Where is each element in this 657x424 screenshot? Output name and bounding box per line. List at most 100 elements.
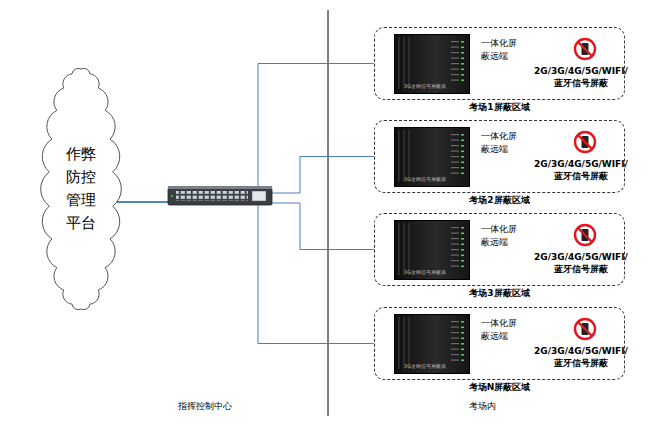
device-fin [398, 130, 399, 182]
device-led [461, 244, 464, 246]
device-fin [408, 37, 409, 89]
device-led [461, 74, 464, 76]
shield-region: 3G全网信号屏蔽器考场2屏蔽区域一体化屏 蔽远端2G/3G/4G/5G/WIFI… [374, 120, 625, 193]
device-marking [451, 167, 459, 168]
device-led [461, 145, 464, 147]
device-marking [451, 41, 459, 42]
device-marking [451, 58, 459, 59]
device-model: 3G全网信号屏蔽器 [395, 269, 455, 275]
network-switch [168, 186, 272, 205]
device-fin [398, 223, 399, 275]
device-marking [451, 332, 459, 333]
switch-uplink [252, 191, 266, 201]
device-marking [451, 238, 459, 239]
device-marking [451, 327, 459, 328]
device-marking [451, 255, 459, 256]
device-led [461, 354, 464, 356]
device-fin [398, 37, 399, 89]
no-phone-icon [575, 319, 595, 339]
region-heading: 考场3屏蔽区域 [375, 288, 624, 299]
network-link [113, 64, 374, 203]
device-marking [451, 354, 459, 355]
shield-device: 3G全网信号屏蔽器 [394, 127, 470, 187]
device-marking [451, 63, 459, 64]
device-marking [451, 260, 459, 261]
device-marking [451, 360, 459, 361]
device-model: 3G全网信号屏蔽器 [395, 83, 455, 89]
shield-device: 3G全网信号屏蔽器 [394, 314, 470, 374]
divider-line [328, 10, 329, 416]
prohibit-circle [575, 132, 595, 152]
device-marking [451, 151, 459, 152]
device-marking [451, 349, 459, 350]
prohibit-slash [578, 228, 592, 242]
device-fin [408, 130, 409, 182]
device-led [461, 238, 464, 240]
device-led [461, 173, 464, 175]
device-led [461, 47, 464, 49]
device-led [461, 167, 464, 169]
device-fin [408, 223, 409, 275]
no-phone-icon [575, 225, 595, 245]
shield-region: 3G全网信号屏蔽器考场1屏蔽区域一体化屏 蔽远端2G/3G/4G/5G/WIFI… [374, 27, 625, 100]
shield-device: 3G全网信号屏蔽器 [394, 34, 470, 94]
device-led [461, 156, 464, 158]
device-led [461, 260, 464, 262]
network-link [113, 202, 374, 250]
device-marking [451, 140, 459, 141]
device-led [461, 349, 464, 351]
device-led [461, 162, 464, 164]
device-marking [451, 156, 459, 157]
device-marking [451, 244, 459, 245]
prohibit-slash [578, 135, 592, 149]
device-led [461, 360, 464, 362]
prohibit-slash [578, 322, 592, 336]
device-led [461, 338, 464, 340]
shield-region: 3G全网信号屏蔽器考场N屏蔽区域一体化屏 蔽远端2G/3G/4G/5G/WIFI… [374, 307, 625, 380]
band-label: 2G/3G/4G/5G/WIFI/ 蓝牙信号屏蔽 [533, 345, 629, 369]
device-led [461, 80, 464, 82]
device-marking [451, 338, 459, 339]
device-model: 3G全网信号屏蔽器 [395, 176, 455, 182]
device-marking [451, 134, 459, 135]
device-marking [451, 233, 459, 234]
device-led [461, 140, 464, 142]
device-marking [451, 227, 459, 228]
device-fin [403, 130, 404, 182]
device-label: 一体化屏 蔽远端 [481, 130, 521, 156]
device-led [461, 52, 464, 54]
device-marking [451, 343, 459, 344]
device-led [461, 255, 464, 257]
device-led [461, 41, 464, 43]
device-fin [403, 223, 404, 275]
device-fin [408, 317, 409, 369]
device-led [461, 69, 464, 71]
network-link [113, 200, 374, 344]
platform-cloud: 作弊 防控 管理 平台 [44, 64, 118, 314]
device-fin [403, 37, 404, 89]
switch-top [168, 186, 272, 189]
network-link [113, 157, 374, 203]
zone-caption: 考场内 [452, 400, 512, 413]
device-marking [451, 69, 459, 70]
prohibit-circle [575, 39, 595, 59]
device-model: 3G全网信号屏蔽器 [395, 363, 455, 369]
device-marking [451, 266, 459, 267]
region-heading: 考场2屏蔽区域 [375, 195, 624, 206]
band-label: 2G/3G/4G/5G/WIFI/ 蓝牙信号屏蔽 [533, 158, 629, 182]
device-led [461, 63, 464, 65]
device-led [461, 249, 464, 251]
device-label: 一体化屏 蔽远端 [481, 223, 521, 249]
device-label: 一体化屏 蔽远端 [481, 37, 521, 63]
no-phone-icon [575, 39, 595, 59]
device-marking [451, 145, 459, 146]
device-marking [451, 80, 459, 81]
switch-body [168, 188, 272, 205]
device-led [461, 134, 464, 136]
device-marking [451, 52, 459, 53]
device-led [461, 321, 464, 323]
cloud-shape [41, 68, 122, 309]
device-marking [451, 249, 459, 250]
switch-led [171, 195, 173, 197]
